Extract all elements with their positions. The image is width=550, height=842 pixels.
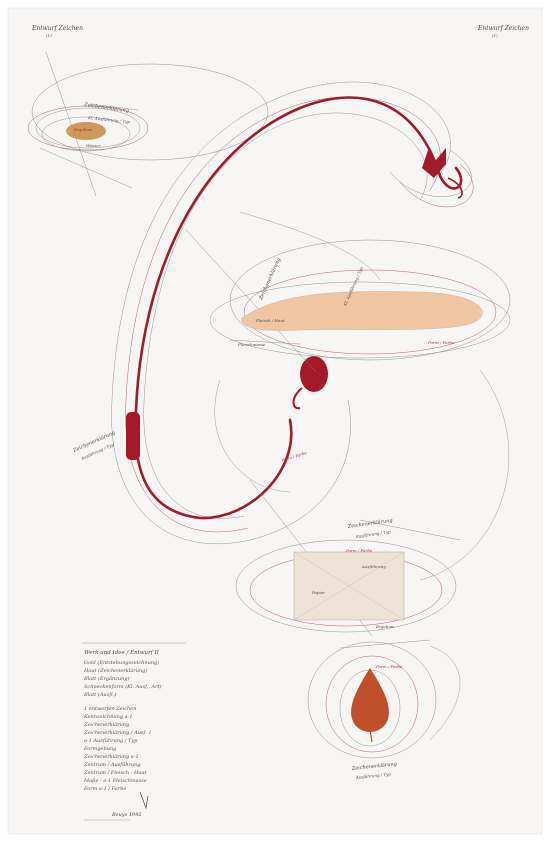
title-left: Entwurf Zeichen bbox=[31, 25, 83, 32]
legend-line: Blatt (Ergänzung) bbox=[83, 675, 130, 682]
label-flesh-c: Fleisch / Haut bbox=[255, 318, 285, 323]
title-right-sub: (1) bbox=[492, 33, 498, 38]
label-top-b: Kl. Ausführung / Typ bbox=[87, 115, 131, 125]
legend-line: Haut (Zeichenerklärung) bbox=[83, 667, 147, 674]
label-leaf-a: Form / Farbe bbox=[375, 664, 403, 669]
label-leaf-b: Zeichenerklärung bbox=[351, 761, 398, 772]
legend-line: Blatt (Ausfl.) bbox=[83, 691, 116, 698]
ochre-oval bbox=[66, 122, 106, 140]
legend-line: 1 entwerfen Zeichen bbox=[84, 706, 136, 712]
legend-title: Werk und Idee / Entwurf II bbox=[84, 650, 160, 656]
signature-mark bbox=[139, 791, 149, 810]
legend-line: Formgebung bbox=[83, 746, 116, 752]
legend-line: a-1 Ausführung / Typ bbox=[84, 738, 138, 744]
legend-line: Gold (Entstehungszeichnung) bbox=[84, 659, 159, 666]
label-rect-e: Ausführung bbox=[361, 564, 386, 569]
crimson-bulb bbox=[300, 356, 328, 392]
legend-line: Zeichenerklärung a-1 bbox=[83, 754, 139, 760]
legend-lines: Gold (Entstehungszeichnung)Haut (Zeichen… bbox=[83, 659, 162, 792]
label-rect-c: Form / Farbe bbox=[345, 548, 373, 553]
legend-line: Schneckenform (Kl. Ausf., Art) bbox=[84, 683, 162, 690]
label-top-c: Ergebnis bbox=[73, 127, 92, 132]
label-rect-b: Ausführung / Typ bbox=[354, 529, 391, 539]
peach-band bbox=[241, 291, 483, 331]
legend-line: Kennzeichnung a-1 bbox=[83, 714, 133, 720]
label-top-d: Wasser bbox=[86, 143, 102, 148]
legend-line: Form a-1 / Farbe bbox=[83, 786, 126, 792]
legend-signature: Beuys 1992 bbox=[111, 812, 142, 818]
label-rect-f: Ergebnis bbox=[375, 624, 394, 629]
legend-line: Maße - a-1 Fleischmasse bbox=[83, 778, 147, 784]
legend-line: Zentrum / Fleisch - Haut bbox=[83, 770, 148, 776]
legend-line: Zeichenerklärung bbox=[83, 722, 129, 728]
label-rect-d: Papier bbox=[311, 590, 326, 595]
title-right: Entwurf Zeichen bbox=[477, 25, 529, 32]
crimson-tail bbox=[447, 177, 463, 199]
crimson-head bbox=[422, 148, 446, 178]
label-flesh-e: Form / Farbe bbox=[427, 340, 455, 345]
title-left-sub: (1) bbox=[46, 33, 52, 38]
rust-leaf bbox=[351, 668, 389, 732]
crimson-segment bbox=[126, 412, 140, 460]
outline-curves bbox=[111, 81, 474, 545]
label-leaf-c: Ausführung / Typ bbox=[355, 771, 392, 780]
legend-line: Zeichenerklärung / Ausf. 1 bbox=[83, 730, 152, 736]
top-oval-group bbox=[27, 51, 269, 197]
flesh-outlines bbox=[185, 229, 511, 373]
label-flesh-d: Fleischmasse bbox=[237, 342, 266, 347]
legend-line: Zentrum / Ausführung bbox=[83, 762, 141, 768]
